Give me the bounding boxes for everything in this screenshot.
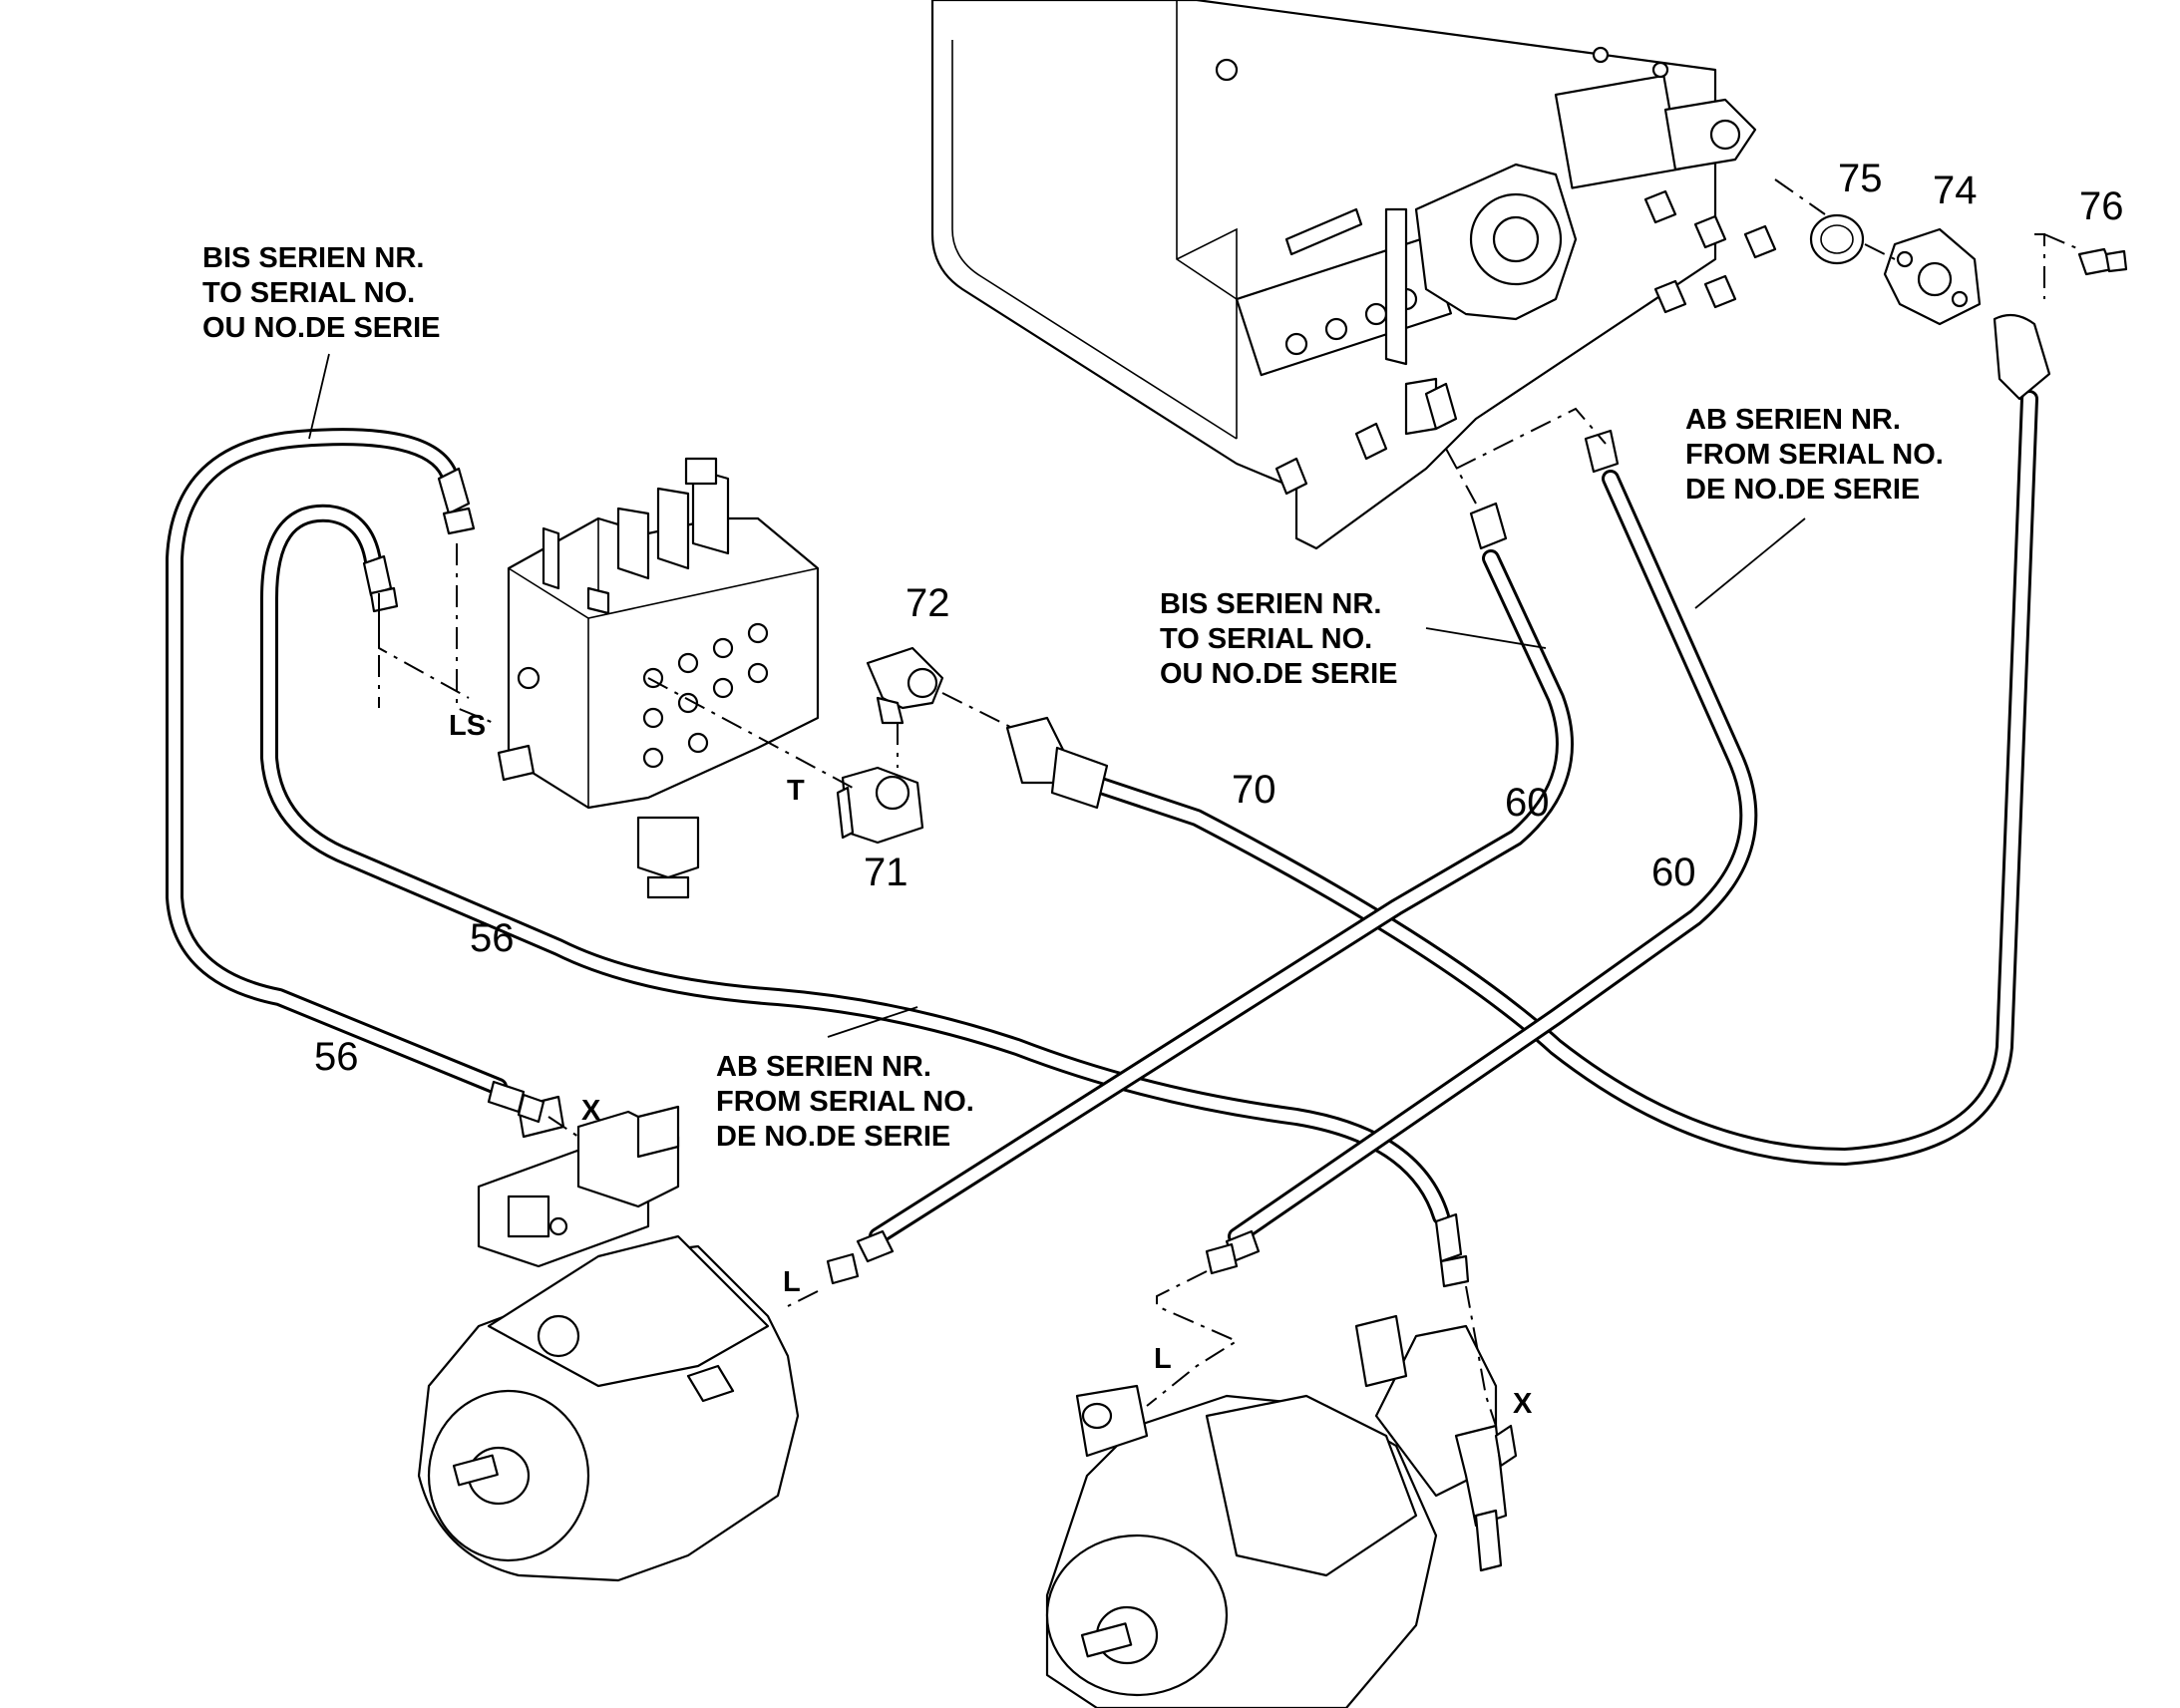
callout-60-right: 60 <box>1651 851 1696 894</box>
note-to-serial-left: BIS SERIEN NR. TO SERIAL NO. OU NO.DE SE… <box>202 242 441 344</box>
note-from-serial-left: AB SERIEN NR. FROM SERIAL NO. DE NO.DE S… <box>716 1051 974 1153</box>
port-label-x-right: X <box>1513 1388 1533 1420</box>
note-to-serial-mid: BIS SERIEN NR. TO SERIAL NO. OU NO.DE SE… <box>1160 588 1398 690</box>
control-valve-block <box>497 457 820 899</box>
fitting-72-elbow <box>866 646 944 725</box>
hydraulic-pump-left <box>417 1095 800 1582</box>
note-line: AB SERIEN NR. <box>716 1051 931 1083</box>
note-line: TO SERIAL NO. <box>1160 623 1372 655</box>
note-line: BIS SERIEN NR. <box>202 242 424 274</box>
hydraulic-tank-assembly <box>930 0 1777 550</box>
note-line: AB SERIEN NR. <box>1685 404 1901 436</box>
hose-fittings <box>362 313 2051 1288</box>
hose-60-right <box>1228 470 1758 1245</box>
port-label-ls: LS <box>449 710 486 742</box>
port-label-l-left: L <box>783 1266 801 1298</box>
hose-60-left <box>869 549 1574 1245</box>
connection-centerlines <box>378 407 1607 1427</box>
port-label-t: T <box>787 775 805 807</box>
fitting-71-block <box>836 766 924 845</box>
port-label-l-right: L <box>1154 1343 1172 1375</box>
leader-lines <box>308 353 1806 1038</box>
note-from-serial-right: AB SERIEN NR. FROM SERIAL NO. DE NO.DE S… <box>1685 404 1944 506</box>
note-line: OU NO.DE SERIE <box>1160 658 1398 690</box>
flange-fitting-group <box>1774 178 2128 326</box>
note-line: DE NO.DE SERIE <box>716 1121 950 1153</box>
callout-76: 76 <box>2079 184 2124 228</box>
callout-56-upper: 56 <box>470 916 515 960</box>
note-line: DE NO.DE SERIE <box>1685 474 1920 506</box>
callout-75: 75 <box>1838 157 1883 200</box>
callout-60-left: 60 <box>1505 781 1550 825</box>
note-line: TO SERIAL NO. <box>202 277 415 309</box>
port-label-x-left: X <box>581 1095 601 1127</box>
callout-71: 71 <box>864 851 908 894</box>
callout-70: 70 <box>1232 768 1276 812</box>
hose-56-inner <box>260 504 1450 1225</box>
callout-72: 72 <box>906 581 950 625</box>
note-line: FROM SERIAL NO. <box>716 1086 974 1118</box>
callout-74: 74 <box>1933 169 1978 212</box>
note-line: OU NO.DE SERIE <box>202 312 441 344</box>
callout-56-lower: 56 <box>314 1035 359 1079</box>
hydraulic-pump-right <box>1045 1314 1518 1708</box>
hose-56-outer <box>166 428 508 1096</box>
note-line: BIS SERIEN NR. <box>1160 588 1381 620</box>
note-line: FROM SERIAL NO. <box>1685 439 1944 471</box>
